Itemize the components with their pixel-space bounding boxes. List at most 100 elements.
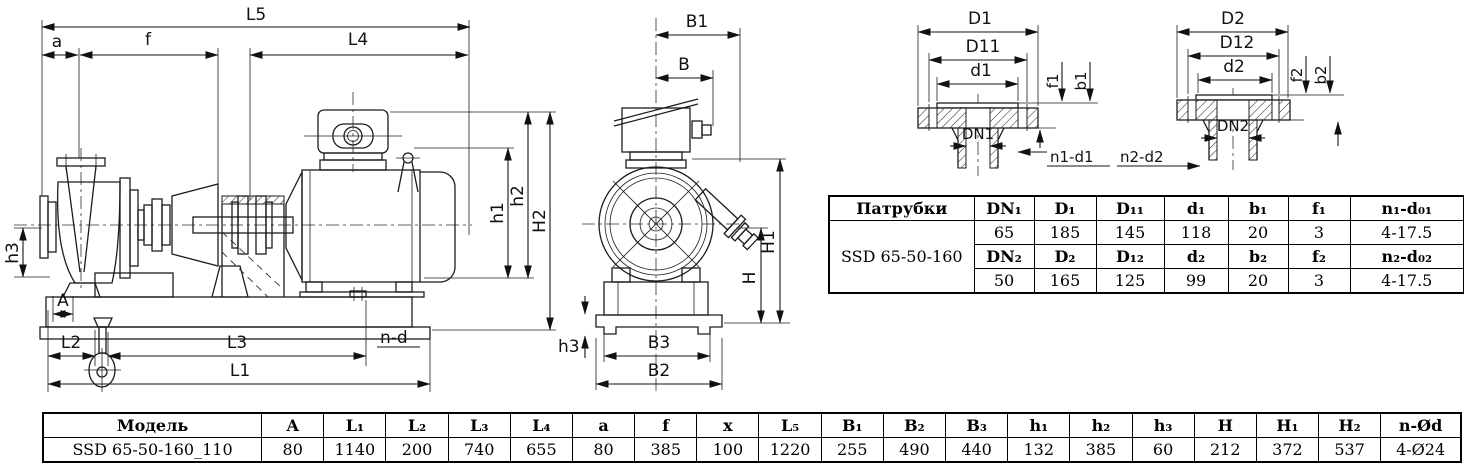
model-value-cell: 372 (1255, 437, 1320, 463)
nozzle-header-cell: DN₂ (973, 244, 1035, 269)
front-cable-gland (691, 120, 703, 139)
motor-front-face (598, 166, 714, 282)
front-terminal-box (613, 98, 712, 169)
model-value-cell: 385 (634, 437, 698, 463)
model-value-cell: 1140 (323, 437, 387, 463)
dim-label-B2: B2 (648, 361, 670, 381)
terminal-box (304, 92, 402, 172)
dim-label-h3-front: h3 (558, 337, 580, 357)
model-header-cell: H (1193, 412, 1257, 438)
nozzle-value-cell: 99 (1163, 268, 1229, 294)
nozzle-value-cell: 125 (1095, 268, 1165, 294)
nozzle-value-cell: 185 (1033, 220, 1097, 245)
model-value-cell: 80 (571, 437, 636, 463)
model-value-cell: 4-Ø24 (1380, 437, 1462, 463)
fan-cover (420, 171, 456, 283)
model-header-cell: h₁ (1007, 412, 1071, 438)
dim-label-n2-d2: n2-d2 (1120, 148, 1164, 166)
motor-bell (285, 171, 303, 281)
dim-label-B3: B3 (648, 333, 670, 353)
dim-label-H1: H1 (759, 230, 779, 254)
model-header-cell: L₅ (758, 412, 822, 438)
front-view: B1 B H H1 h3 B3 B2 (558, 12, 790, 395)
nozzle-value-cell: 145 (1095, 220, 1165, 245)
dim-label-B1: B1 (686, 12, 708, 32)
model-value-cell: 132 (1007, 437, 1071, 463)
side-extension-lines (14, 20, 556, 392)
front-extension-lines (595, 28, 790, 390)
dim-label-L4: L4 (348, 30, 368, 50)
model-value-cell: 212 (1193, 437, 1257, 463)
model-header-cell: L₁ (323, 412, 387, 438)
model-header-cell: L₂ (385, 412, 449, 438)
pump-pedestal (94, 272, 174, 298)
model-value-cell: 100 (696, 437, 760, 463)
dim-label-f1: f1 (1044, 74, 1062, 89)
nozzle-value-cell: 20 (1227, 268, 1289, 294)
model-value-cell: 537 (1318, 437, 1382, 463)
nozzle-value-cell: 65 (973, 220, 1035, 245)
dim-label-h1: h1 (488, 202, 508, 224)
coupling (192, 195, 294, 255)
dim-label-B: B (678, 55, 690, 75)
model-value-cell: 80 (261, 437, 325, 463)
model-table-container: Модель A L₁ L₂ L₃ L₄ a f x L₅ B₁ B₂ B₃ h… (42, 412, 1462, 463)
model-header-cell: B₁ (820, 412, 884, 438)
model-value-cell: 490 (882, 437, 947, 463)
dim-label-b1: b1 (1072, 71, 1090, 90)
nozzle-header-cell: b₂ (1227, 244, 1289, 269)
model-header-cell: f (634, 412, 698, 438)
nozzle-header-cell: f₁ (1287, 195, 1351, 221)
side-dimensions: L5 a f L4 h1 h2 H2 h3 A L2 L3 n-d L1 (3, 5, 554, 388)
nozzle-value-cell: 4-17.5 (1349, 220, 1464, 245)
dim-label-b2: b2 (1312, 65, 1330, 84)
dim-label-D2: D2 (1221, 9, 1245, 29)
nozzle-header-cell: DN₁ (973, 195, 1035, 221)
nozzle-header-cell: n₁-d₀₁ (1349, 195, 1464, 221)
technical-drawing: L5 a f L4 h1 h2 H2 h3 A L2 L3 n-d L1 (3, 5, 1344, 395)
dim-label-L5: L5 (246, 5, 266, 25)
model-header-cell: a (571, 412, 636, 438)
model-value-cell: 385 (1069, 437, 1133, 463)
model-value-cell: 740 (447, 437, 511, 463)
nozzle-table-title: Патрубки (828, 195, 975, 221)
dim-label-a: a (52, 32, 62, 52)
nozzle-value-cell: 165 (1033, 268, 1097, 294)
nozzle-header-cell: b₁ (1227, 195, 1289, 221)
nozzle-value-cell: 3 (1287, 220, 1351, 245)
model-header-cell: L₃ (447, 412, 511, 438)
dim-label-d1: d1 (970, 61, 992, 81)
model-value-cell: 200 (385, 437, 449, 463)
nozzle-header-cell: d₂ (1163, 244, 1229, 269)
model-header-cell: L₄ (509, 412, 573, 438)
dim-label-H: H (740, 272, 760, 285)
model-value-cell: 60 (1131, 437, 1195, 463)
model-header-cell: h₃ (1131, 412, 1195, 438)
nozzle-header-cell: d₁ (1163, 195, 1229, 221)
model-header-cell: H₂ (1318, 412, 1382, 438)
dim-label-n1-d1: n1-d1 (1050, 148, 1094, 166)
front-dimensions: B1 B H H1 h3 B3 B2 (558, 12, 784, 388)
dim-label-D12: D12 (1220, 33, 1255, 53)
dim-label-L1: L1 (230, 361, 250, 381)
front-base (595, 267, 723, 335)
model-value-cell: 1220 (758, 437, 822, 463)
dim-label-D11: D11 (966, 37, 1001, 57)
model-value-cell: 440 (944, 437, 1009, 463)
dim-label-L2: L2 (61, 333, 81, 353)
nozzle-table: Патрубки DN₁ D₁ D₁₁ d₁ b₁ f₁ n₁-d₀₁ SSD … (828, 195, 1464, 294)
nozzle-header-cell: D₂ (1033, 244, 1097, 269)
model-header-cell: h₂ (1069, 412, 1133, 438)
model-table: Модель A L₁ L₂ L₃ L₄ a f x L₅ B₁ B₂ B₃ h… (42, 412, 1462, 463)
nozzle-value-cell: 50 (973, 268, 1035, 294)
nozzle-header-cell: f₂ (1287, 244, 1351, 269)
dim-label-DN1: DN1 (962, 125, 994, 143)
dim-label-H2: H2 (530, 209, 550, 233)
motor (285, 92, 456, 298)
dim-label-DN2: DN2 (1217, 117, 1249, 135)
model-value-cell: 655 (509, 437, 573, 463)
model-header-cell: B₂ (882, 412, 947, 438)
model-value-cell: SSD 65-50-160_110 (42, 437, 263, 463)
anchor-bolt (84, 317, 121, 392)
